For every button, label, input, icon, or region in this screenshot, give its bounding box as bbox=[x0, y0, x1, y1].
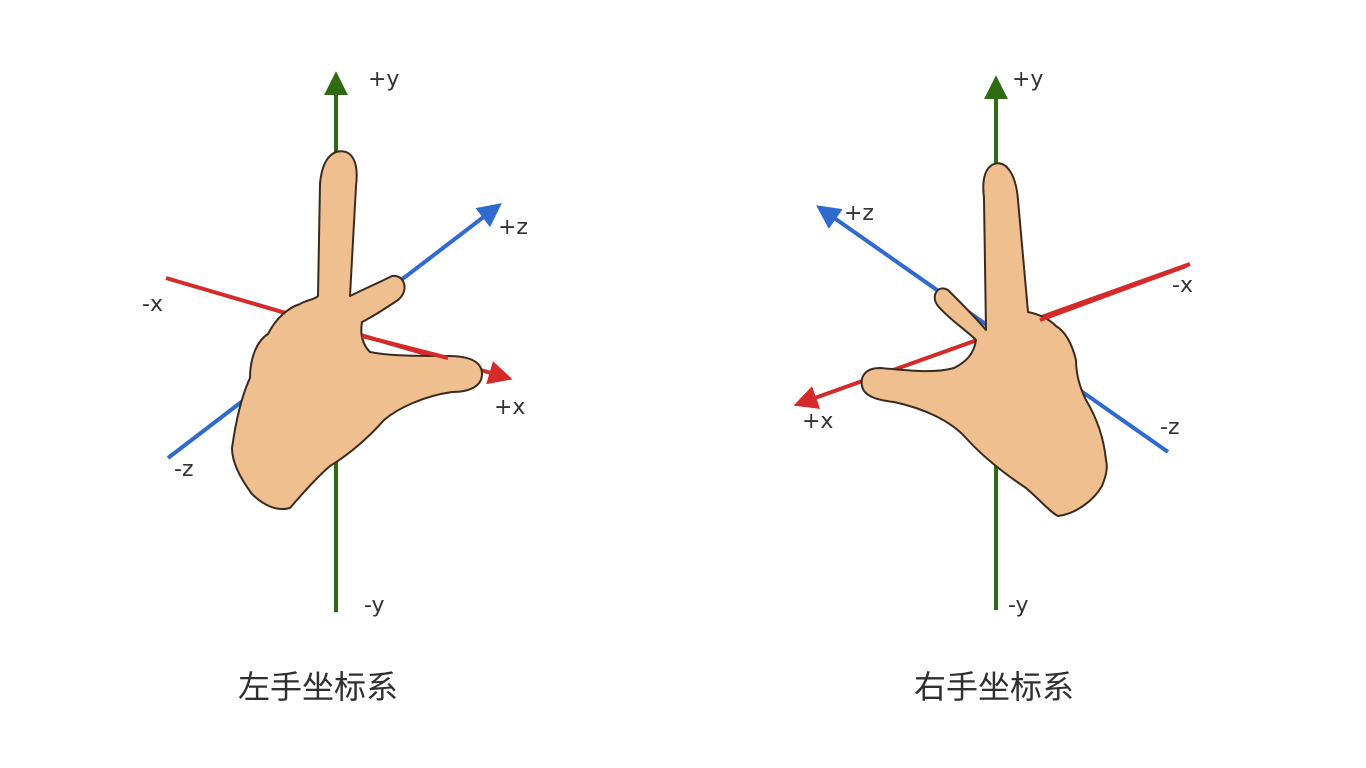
right-label-plus-y: +y bbox=[1012, 67, 1043, 92]
left-label-minus-z: -z bbox=[174, 457, 194, 482]
left-label-plus-x: +x bbox=[494, 395, 525, 420]
right-label-minus-z: -z bbox=[1160, 415, 1180, 440]
left-label-plus-y: +y bbox=[368, 67, 399, 92]
left-x-axis-front bbox=[361, 334, 449, 360]
left-label-minus-y: -y bbox=[364, 593, 385, 618]
left-label-plus-z: +z bbox=[498, 215, 528, 240]
right-label-minus-y: -y bbox=[1008, 593, 1029, 618]
right-label-plus-z: +z bbox=[844, 201, 874, 226]
right-caption: 右手坐标系 bbox=[914, 668, 1074, 706]
right-x-axis-front bbox=[1039, 264, 1187, 322]
right-label-plus-x: +x bbox=[802, 409, 833, 434]
right-hand-illustration bbox=[860, 162, 1108, 517]
left-caption: 左手坐标系 bbox=[238, 668, 398, 706]
left-label-minus-x: -x bbox=[142, 292, 163, 317]
right-hand-system: +y -y +x -x +z -z 右手坐标系 bbox=[793, 67, 1193, 706]
right-label-minus-x: -x bbox=[1172, 273, 1193, 298]
left-hand-system: +y -y +x -x +z -z 左手坐标系 bbox=[142, 67, 528, 706]
left-hand-illustration bbox=[231, 150, 483, 510]
